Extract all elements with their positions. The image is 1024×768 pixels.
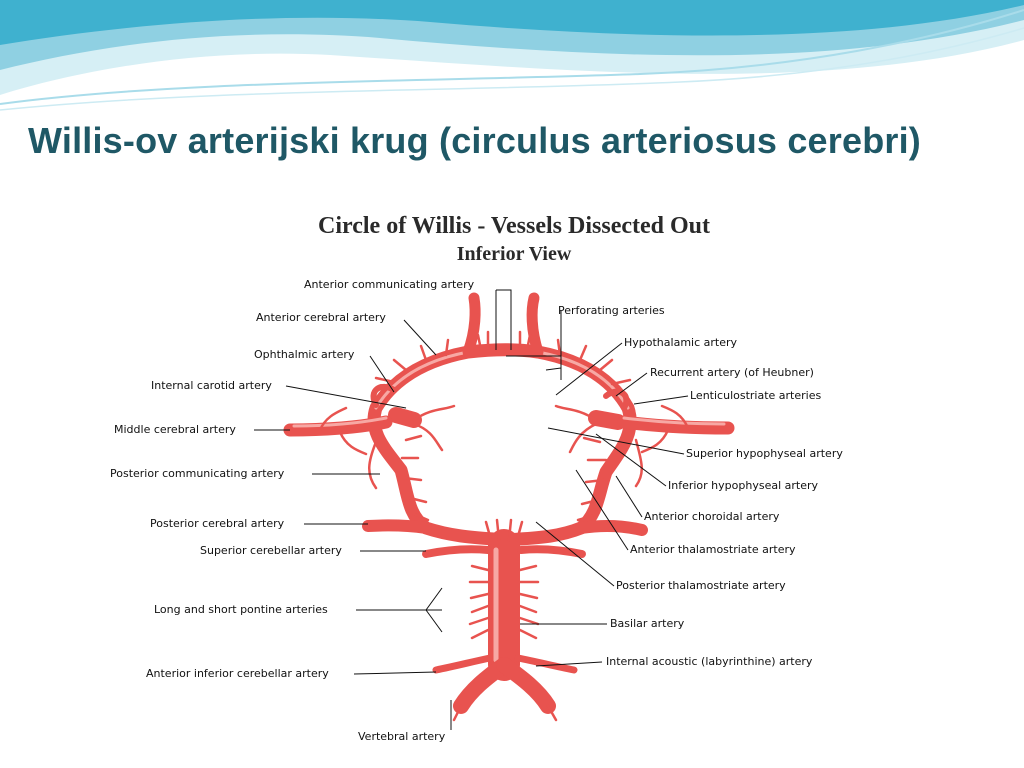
label-basilar-artery: Basilar artery <box>610 617 685 630</box>
label-posterior-cerebral-artery: Posterior cerebral artery <box>150 517 285 530</box>
label-middle-cerebral-artery: Middle cerebral artery <box>114 423 236 436</box>
label-anterior-choroidal-artery: Anterior choroidal artery <box>644 510 780 523</box>
circle-of-willis-diagram: Circle of Willis - Vessels Dissected Out… <box>76 210 952 758</box>
label-internal-carotid-artery: Internal carotid artery <box>151 379 272 392</box>
label-anterior-communicating-artery: Anterior communicating artery <box>304 278 475 291</box>
diagram-title: Circle of Willis - Vessels Dissected Out <box>318 213 710 239</box>
label-pontine-arteries: Long and short pontine arteries <box>154 603 328 616</box>
label-ophthalmic-artery: Ophthalmic artery <box>254 348 355 361</box>
label-anterior-thalamostriate-artery: Anterior thalamostriate artery <box>630 543 796 556</box>
diagram-subtitle: Inferior View <box>456 243 572 265</box>
label-posterior-communicating-artery: Posterior communicating artery <box>110 467 285 480</box>
label-anterior-cerebral-artery: Anterior cerebral artery <box>256 311 386 324</box>
label-superior-hypophyseal-artery: Superior hypophyseal artery <box>686 447 843 460</box>
label-inferior-hypophyseal-artery: Inferior hypophyseal artery <box>668 479 819 492</box>
label-superior-cerebellar-artery: Superior cerebellar artery <box>200 544 342 557</box>
label-hypothalamic-artery: Hypothalamic artery <box>624 336 738 349</box>
label-lenticulostriate-arteries: Lenticulostriate arteries <box>690 389 822 402</box>
label-recurrent-artery: Recurrent artery (of Heubner) <box>650 366 814 379</box>
header-wave-decoration <box>0 0 1024 111</box>
arteries-illustration <box>254 289 735 730</box>
slide-title: Willis-ov arterijski krug (circulus arte… <box>28 120 921 161</box>
label-vertebral-artery: Vertebral artery <box>358 730 446 743</box>
label-anterior-inferior-cerebellar-artery: Anterior inferior cerebellar artery <box>146 667 329 680</box>
label-internal-acoustic-artery: Internal acoustic (labyrinthine) artery <box>606 655 813 668</box>
label-perforating-arteries: Perforating arteries <box>558 304 665 317</box>
label-posterior-thalamostriate-artery: Posterior thalamostriate artery <box>616 579 786 592</box>
